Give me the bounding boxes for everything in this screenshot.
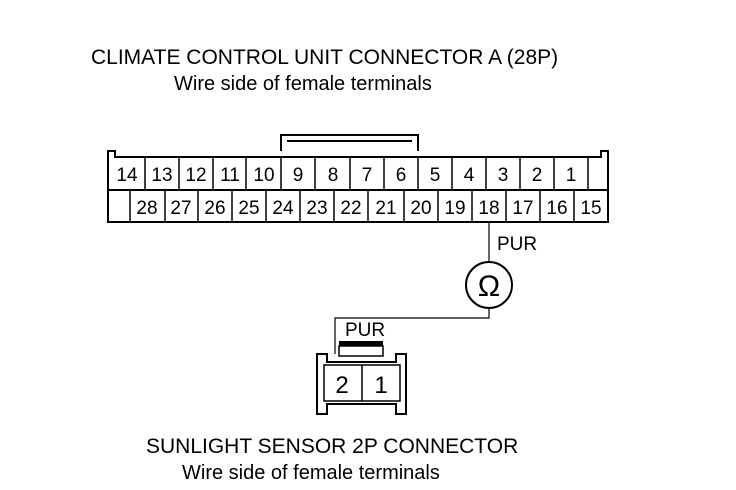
- top-connector-subtitle: Wire side of female terminals: [174, 73, 432, 95]
- pin-label: 7: [362, 165, 373, 186]
- top-connector-body: [107, 150, 609, 223]
- top-row1-cells: [144, 157, 589, 190]
- pin-label: 15: [580, 198, 601, 219]
- top-row2-cells: [129, 190, 575, 222]
- pin-label: 8: [328, 165, 339, 186]
- probe-wire-bottom: [334, 308, 490, 354]
- top-connector-title: CLIMATE CONTROL UNIT CONNECTOR A (28P): [91, 46, 558, 69]
- pin-label: 17: [512, 198, 533, 219]
- bottom-connector-lock-bar: [339, 341, 383, 346]
- pin-label: 9: [293, 165, 304, 186]
- pin-label: 28: [136, 198, 157, 219]
- pin-label: 13: [151, 165, 172, 186]
- pin-label: 3: [498, 165, 509, 186]
- pin-label: 24: [272, 198, 294, 219]
- pin-label: 14: [116, 165, 138, 186]
- top-connector: 14 13 12 11 10 9 8 7 6 5 4 3 2 1 28 27 2…: [107, 134, 609, 223]
- pin-label: 18: [478, 198, 499, 219]
- pin-label: 11: [220, 165, 240, 186]
- ohm-symbol: Ω: [478, 270, 500, 303]
- pin-label: 12: [185, 165, 206, 186]
- pin-label: 16: [546, 198, 567, 219]
- top-connector-lock-tab: [280, 134, 419, 151]
- bottom-connector-lock-tab: [338, 345, 384, 357]
- pin-label: 19: [444, 198, 465, 219]
- bottom-connector-subtitle: Wire side of female terminals: [182, 462, 440, 484]
- pin-label: 20: [410, 198, 431, 219]
- pin-label: 4: [464, 165, 475, 186]
- pin-label: 22: [340, 198, 361, 219]
- pin-label: 2: [335, 372, 348, 399]
- pin-label: 25: [238, 198, 259, 219]
- pin-label: 5: [430, 165, 441, 186]
- pin-label: 27: [170, 198, 191, 219]
- pin-label: 1: [374, 372, 387, 399]
- pin-label: 2: [532, 165, 543, 186]
- pin-label: 1: [566, 165, 577, 186]
- bottom-connector-body: [316, 353, 407, 415]
- probe-wiring: PUR Ω PUR: [334, 222, 537, 354]
- pin-label: 10: [253, 165, 274, 186]
- pin-label: 26: [204, 198, 225, 219]
- wire-color-label-bottom: PUR: [345, 320, 385, 341]
- bottom-connector: 2 1: [316, 341, 407, 415]
- top-row1-labels: 14 13 12 11 10 9 8 7 6 5 4 3 2 1: [116, 165, 576, 186]
- pin-label: 6: [396, 165, 407, 186]
- wire-color-label-top: PUR: [497, 234, 537, 255]
- bottom-connector-title: SUNLIGHT SENSOR 2P CONNECTOR: [146, 435, 518, 458]
- top-row2-labels: 28 27 26 25 24 23 22 21 20 19 18 17 16 1…: [136, 198, 601, 219]
- pin-label: 21: [375, 198, 396, 219]
- pin-label: 23: [306, 198, 327, 219]
